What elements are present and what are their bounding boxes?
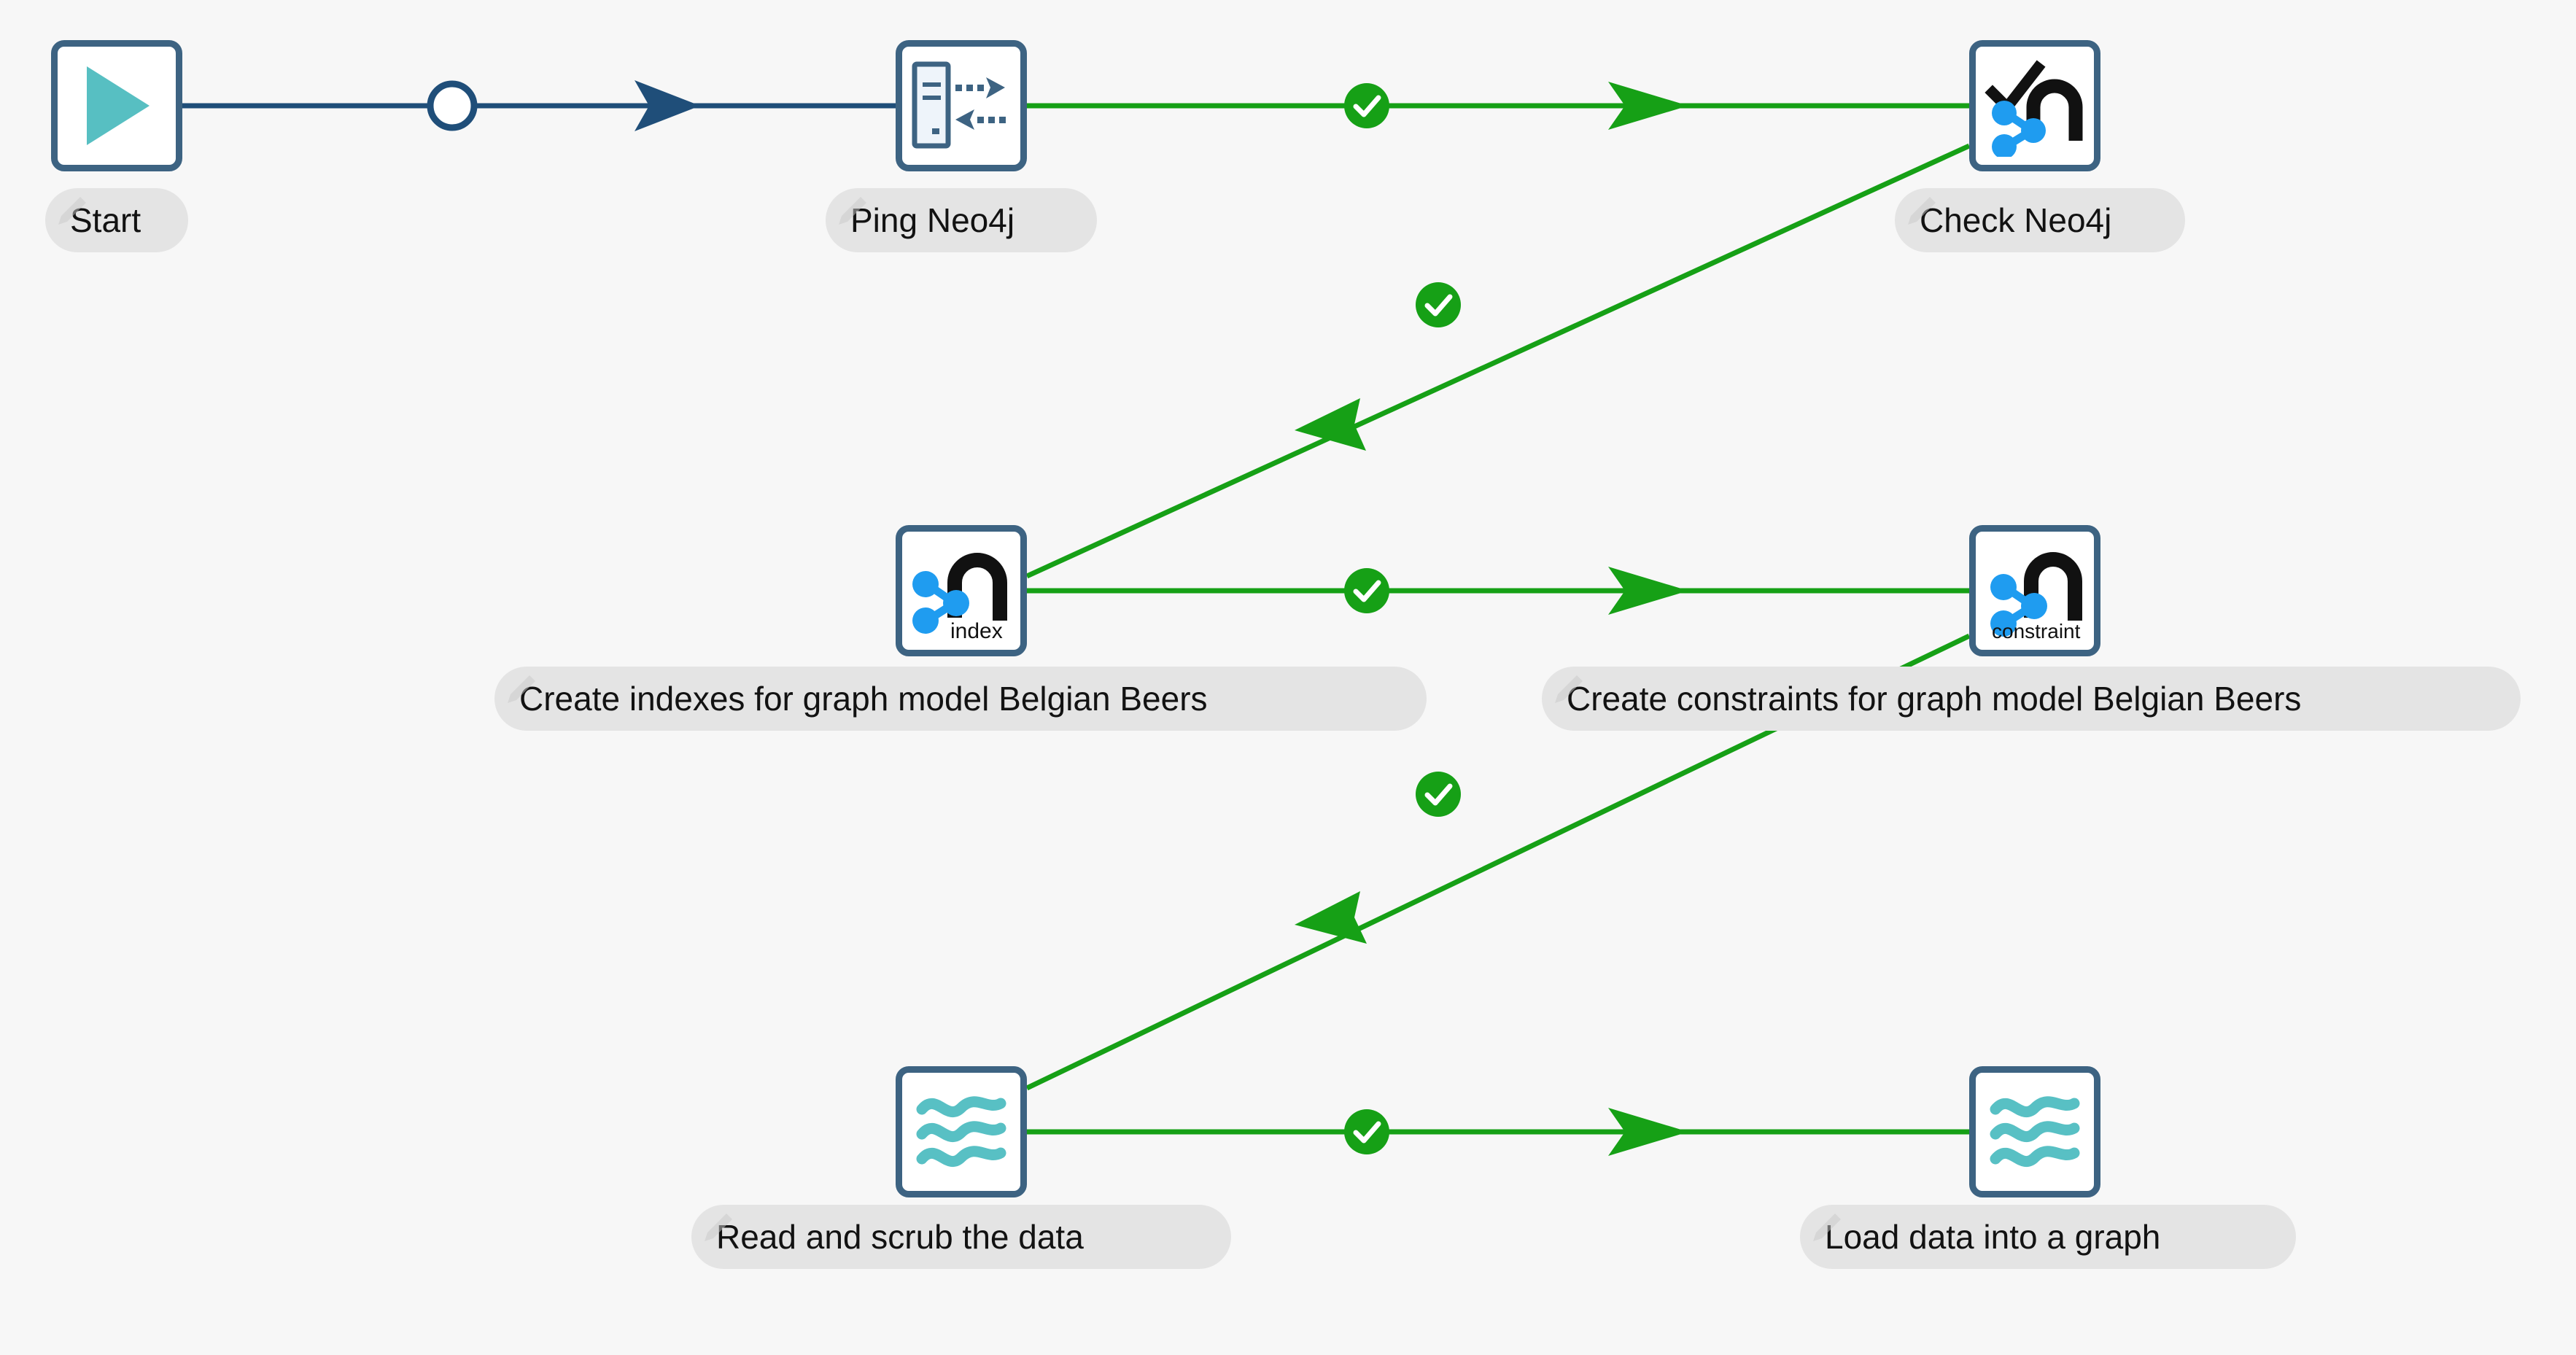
edge-start-to-ping[interactable] (182, 80, 896, 131)
label-pill-create-constraints[interactable]: Create constraints for graph model Belgi… (1542, 667, 2521, 731)
edge-read-to-load[interactable] (1027, 1108, 1969, 1156)
edge-hop-circle (427, 80, 478, 131)
node-load-graph[interactable] (1969, 1066, 2100, 1197)
node-create-constraints[interactable]: constraint (1969, 525, 2100, 656)
status-badge-ping-to-check[interactable] (1344, 83, 1389, 128)
svg-text:index: index (950, 619, 1003, 642)
svg-text:constraint: constraint (1992, 620, 2081, 642)
status-badge-constraints-to-read[interactable] (1416, 772, 1461, 817)
label-pill-load-graph[interactable]: Load data into a graph (1800, 1205, 2296, 1269)
edge-check-to-indexes[interactable] (1025, 143, 1971, 579)
label-pill-create-indexes[interactable]: Create indexes for graph model Belgian B… (494, 667, 1427, 731)
label-pill-read-scrub[interactable]: Read and scrub the data (691, 1205, 1231, 1269)
arrowhead-icon (635, 80, 700, 131)
label-pill-start[interactable]: Start (45, 188, 188, 252)
node-label-text: Read and scrub the data (716, 1218, 1084, 1256)
neo4j-constraint-icon: constraint (1990, 552, 2082, 642)
check-icon (1353, 580, 1381, 602)
edge-ping-to-check[interactable] (1027, 82, 1969, 130)
node-label-text: Create constraints for graph model Belgi… (1567, 680, 2302, 718)
node-ping-neo4j[interactable] (896, 40, 1027, 171)
node-label-text: Ping Neo4j (850, 201, 1015, 239)
node-label-text: Create indexes for graph model Belgian B… (519, 680, 1208, 718)
arrowhead-icon (1295, 398, 1366, 451)
check-icon (1353, 95, 1381, 117)
check-icon (1353, 1121, 1381, 1144)
arrowhead-icon (1608, 1108, 1688, 1156)
neo4j-check-icon (1985, 60, 2083, 157)
neo4j-index-icon: index (912, 553, 1007, 642)
node-start[interactable] (51, 40, 182, 171)
node-read-scrub[interactable] (896, 1066, 1027, 1197)
label-pill-ping-neo4j[interactable]: Ping Neo4j (826, 188, 1097, 252)
arrowhead-icon (1295, 891, 1367, 944)
node-check-neo4j[interactable] (1969, 40, 2100, 171)
edge-indexes-to-constraints[interactable] (1027, 567, 1969, 615)
waves-icon (916, 1096, 1006, 1168)
arrowhead-icon (1608, 567, 1688, 615)
play-triangle-icon (87, 66, 150, 145)
status-badge-check-to-indexes[interactable] (1416, 282, 1461, 327)
ping-document-arrows-icon (912, 61, 1006, 149)
node-label-text: Check Neo4j (1920, 201, 2112, 239)
status-badge-read-to-load[interactable] (1344, 1109, 1389, 1154)
check-icon (1424, 783, 1453, 806)
arrowhead-icon (1608, 82, 1688, 130)
check-icon (1424, 294, 1453, 317)
label-pill-check-neo4j[interactable]: Check Neo4j (1895, 188, 2185, 252)
node-label-text: Load data into a graph (1825, 1218, 2161, 1256)
node-label-text: Start (70, 201, 141, 239)
waves-icon (1990, 1096, 2080, 1168)
node-create-indexes[interactable]: index (896, 525, 1027, 656)
status-badge-indexes-to-constraints[interactable] (1344, 568, 1389, 613)
